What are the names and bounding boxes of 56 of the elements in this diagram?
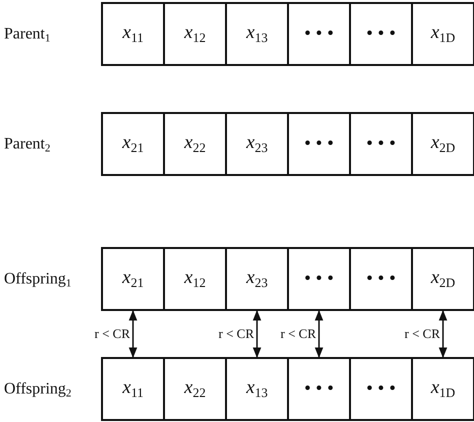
- gene-cell: [163, 247, 227, 311]
- row-label: Parent$_{2}$: [4, 136, 50, 154]
- gene-value: x$_{22}$: [184, 377, 206, 401]
- gene-cell: [287, 357, 351, 421]
- gene-cell: [101, 112, 165, 176]
- gene-cell: [163, 357, 227, 421]
- gene-value: x$_{23}$: [246, 132, 268, 156]
- gene-cell: [349, 2, 413, 66]
- gene-cell: [287, 112, 351, 176]
- row-label: Offspring$_{2}$: [4, 380, 72, 400]
- gene-cell: [349, 357, 413, 421]
- gene-value: x$_{13}$: [246, 22, 268, 46]
- gene-value: • • •: [304, 378, 334, 400]
- gene-cell: [101, 2, 165, 66]
- gene-cell: [225, 247, 289, 311]
- gene-value: • • •: [304, 268, 334, 290]
- row-label: Offspring$_{1}$: [4, 270, 72, 290]
- gene-value: • • •: [366, 378, 396, 400]
- gene-value: x$_{23}$: [246, 267, 268, 291]
- gene-value: x$_{1D}$: [430, 377, 456, 401]
- gene-cell: [101, 357, 165, 421]
- gene-value: x$_{11}$: [122, 377, 144, 401]
- gene-cell: [287, 2, 351, 66]
- gene-cell: [349, 112, 413, 176]
- gene-cell: [287, 247, 351, 311]
- gene-cell: [349, 247, 413, 311]
- gene-cell: [411, 247, 474, 311]
- gene-cell: [225, 112, 289, 176]
- gene-value: x$_{1D}$: [430, 22, 456, 46]
- gene-value: • • •: [366, 23, 396, 45]
- gene-cell: [225, 357, 289, 421]
- gene-cell: [101, 247, 165, 311]
- gene-value: x$_{21}$: [122, 132, 144, 156]
- gene-value: • • •: [366, 268, 396, 290]
- gene-cell: [411, 112, 474, 176]
- gene-cell: [411, 2, 474, 66]
- gene-value: x$_{12}$: [184, 267, 206, 291]
- gene-value: x$_{12}$: [184, 22, 206, 46]
- gene-cell: [225, 2, 289, 66]
- gene-value: x$_{21}$: [122, 267, 144, 291]
- row-label: Parent$_{1}$: [4, 26, 50, 44]
- gene-value: x$_{2D}$: [430, 267, 456, 291]
- double-arrow: [252, 310, 262, 358]
- gene-cell: [411, 357, 474, 421]
- gene-value: x$_{22}$: [184, 132, 206, 156]
- gene-value: • • •: [304, 23, 334, 45]
- double-arrow: [314, 310, 324, 358]
- gene-value: x$_{13}$: [246, 377, 268, 401]
- gene-cell: [163, 2, 227, 66]
- double-arrow: [128, 310, 138, 358]
- gene-value: • • •: [366, 133, 396, 155]
- gene-value: x$_{2D}$: [430, 132, 456, 156]
- gene-value: • • •: [304, 133, 334, 155]
- gene-cell: [163, 112, 227, 176]
- double-arrow: [438, 310, 448, 358]
- gene-value: x$_{11}$: [122, 22, 144, 46]
